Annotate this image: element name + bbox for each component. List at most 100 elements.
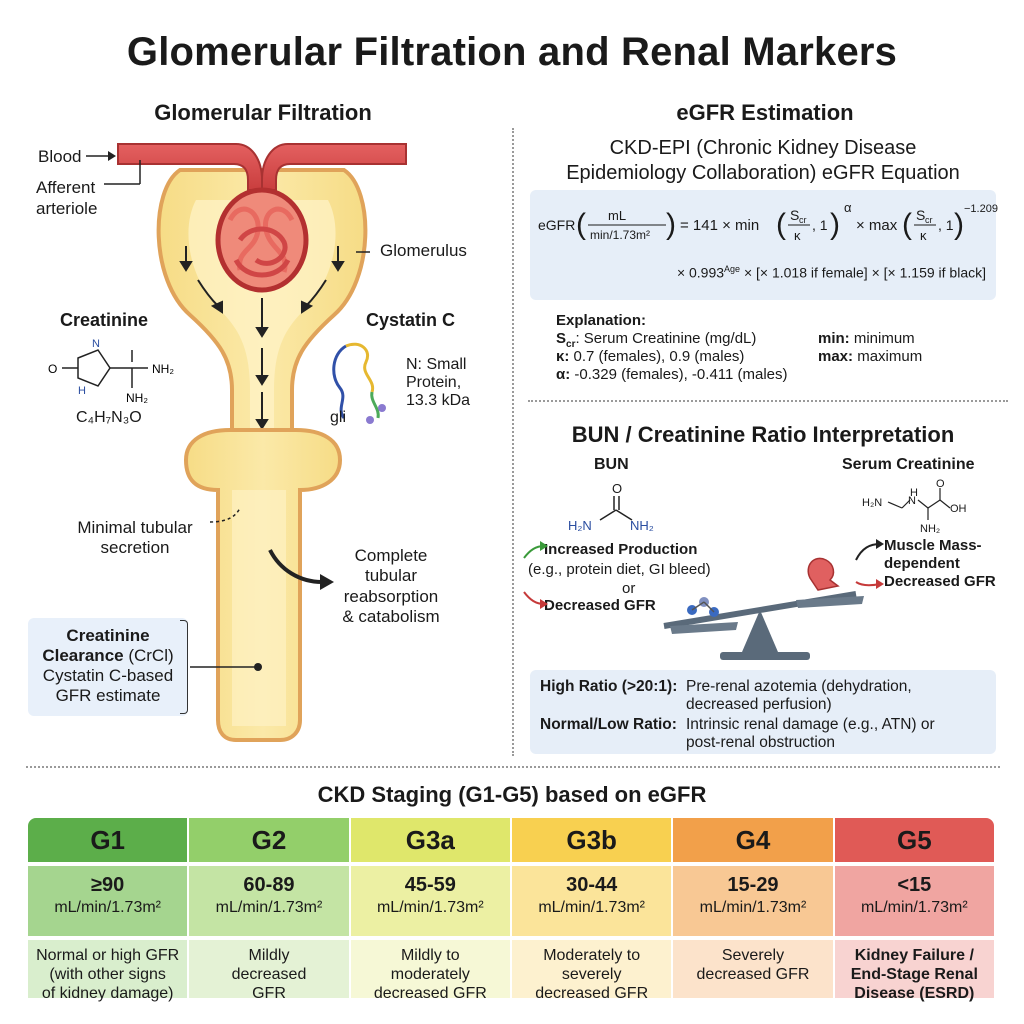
- stage-description-line: Disease (ESRD): [854, 985, 975, 1002]
- stage-range-value: 30-44: [566, 874, 618, 896]
- clearance-box: Creatinine Clearance (CrCl) Cystatin C-b…: [28, 618, 188, 716]
- stage-range: ≥90 mL/min/1.73m²: [28, 866, 188, 936]
- stage-description-line: of kidney damage): [41, 985, 174, 1002]
- svg-text:−1.209: −1.209: [964, 203, 998, 215]
- svg-text:α: α: [844, 200, 852, 215]
- secretion-arrow: [209, 507, 241, 523]
- egfr-title: eGFR Estimation: [676, 100, 854, 125]
- muscle-mass-label-2: dependent: [884, 555, 960, 572]
- cystatin-label: Cystatin C: [366, 310, 456, 330]
- stage-range-unit: mL/min/1.73m²: [215, 899, 323, 916]
- stage-column-g5: G5 <15 mL/min/1.73m² Kidney Failure /End-St…: [834, 818, 994, 1002]
- creatinine-molecule: O N H NH₂ NH₂: [48, 338, 174, 405]
- svg-text:mL: mL: [608, 208, 626, 223]
- stage-name: G2: [189, 818, 349, 862]
- production-examples: (e.g., protein diet, GI bleed): [528, 561, 711, 578]
- stage-name: G3b: [512, 818, 672, 862]
- stage-range-value: 45-59: [404, 874, 456, 896]
- stage-description: Moderately to severely decreased GFR: [512, 940, 672, 1002]
- cystatin-protein: [332, 342, 386, 424]
- stage-description-line: GFR: [252, 985, 286, 1002]
- stage-range: 30-44 mL/min/1.73m²: [512, 866, 672, 936]
- bun-molecule: O H₂N NH₂: [568, 481, 654, 533]
- svg-text:NH₂: NH₂: [152, 362, 174, 376]
- svg-text:H₂N: H₂N: [862, 497, 882, 509]
- stage-range-value: 60-89: [243, 874, 295, 896]
- svg-text:(: (: [576, 208, 586, 241]
- stage-description-line: decreased: [231, 966, 307, 983]
- stage-description-line: severely: [561, 966, 622, 983]
- stage-description-line: decreased GFR: [696, 966, 810, 983]
- blood-label: Blood: [38, 147, 82, 166]
- decreased-gfr-left: Decreased GFR: [544, 597, 656, 614]
- stage-range-unit: mL/min/1.73m²: [860, 899, 968, 916]
- glomerular-filtration-title: Glomerular Filtration: [154, 100, 372, 125]
- stage-range-unit: mL/min/1.73m²: [54, 899, 162, 916]
- stage-description-line: Severely: [721, 947, 785, 964]
- cystatin-description: N: Small Protein, 13.3 kDa: [406, 356, 471, 409]
- glomerulus-tuft: [215, 187, 309, 293]
- stage-range: <15 mL/min/1.73m²: [834, 866, 994, 936]
- svg-text:κ: κ: [920, 228, 927, 243]
- nephron-illustration: [86, 143, 407, 742]
- stage-column-g3b: G3b 30-44 mL/min/1.73m² Moderately to severe…: [512, 818, 672, 1002]
- svg-text:H₂N: H₂N: [568, 518, 592, 533]
- svg-text:): ): [666, 208, 676, 241]
- egfr-formula: eGFR ( mL min/1.73m² ) = 141 × min ( S c…: [538, 200, 998, 243]
- stage-range: 60-89 mL/min/1.73m²: [189, 866, 349, 936]
- right-divider: [528, 400, 1008, 402]
- stage-name: G5: [834, 818, 994, 862]
- creatinine-label: Creatinine: [60, 310, 149, 330]
- stage-range-unit: mL/min/1.73m²: [376, 899, 484, 916]
- svg-text:): ): [954, 208, 964, 241]
- stage-description-line: moderately: [390, 966, 470, 983]
- svg-text:NH₂: NH₂: [920, 523, 940, 535]
- serum-creatinine-molecule: H₂N H N O OH NH₂: [862, 478, 967, 535]
- svg-text:H: H: [910, 487, 918, 499]
- reabsorption-label: Complete tubular reabsorption & cataboli…: [342, 546, 440, 627]
- svg-text:× max: × max: [856, 217, 898, 234]
- stage-description-line: Mildly: [248, 947, 290, 964]
- main-title: Glomerular Filtration and Renal Markers: [126, 30, 898, 74]
- afferent-label: Afferent: [36, 178, 96, 197]
- muscle-icon: [807, 557, 840, 591]
- stage-range-value: 15-29: [727, 874, 779, 896]
- stage-description-line: (with other signs: [49, 966, 166, 983]
- svg-text:OH: OH: [950, 503, 967, 515]
- stage-range-unit: mL/min/1.73m²: [699, 899, 807, 916]
- stage-description-line: decreased GFR: [535, 985, 649, 1002]
- svg-text:, 1: , 1: [812, 217, 828, 233]
- stage-description-line: Moderately to: [543, 947, 641, 964]
- svg-text:(: (: [902, 208, 912, 241]
- balance-scale: [523, 539, 884, 660]
- svg-text:O: O: [48, 362, 57, 376]
- stage-name: G4: [673, 818, 833, 862]
- svg-text:H: H: [78, 385, 86, 397]
- vertical-divider: [512, 128, 514, 756]
- increased-production-label: Increased Production: [544, 541, 698, 558]
- stage-range-value: <15: [897, 874, 932, 896]
- stage-range-value: ≥90: [91, 874, 125, 896]
- svg-text:cr: cr: [799, 215, 807, 225]
- stage-name: G3a: [350, 818, 510, 862]
- minimal-secretion-label: Minimal tubular secretion: [77, 518, 193, 558]
- egfr-formula-line2: × 0.993Age × [× 1.018 if female] × [× 1.…: [676, 264, 986, 281]
- svg-text:NH₂: NH₂: [126, 391, 148, 405]
- svg-text:O: O: [612, 481, 622, 496]
- glomerulus-label: Glomerulus: [380, 241, 467, 260]
- stage-description-line: Mildly to: [400, 947, 460, 964]
- svg-text:N: N: [92, 338, 100, 350]
- svg-text:O: O: [936, 478, 945, 490]
- stage-range-unit: mL/min/1.73m²: [538, 899, 646, 916]
- stage-description: Normal or high GFR (with other signs of ki…: [28, 940, 188, 1002]
- serum-creatinine-label: Serum Creatinine: [842, 456, 975, 473]
- stage-description-line: Normal or high GFR: [36, 947, 180, 964]
- svg-text:, 1: , 1: [938, 217, 954, 233]
- svg-text:N: N: [908, 495, 916, 507]
- ratio-interpretation-box: High Ratio (>20:1): Pre-renal azotemia (…: [530, 670, 996, 754]
- svg-text:= 141 × min: = 141 × min: [680, 217, 759, 234]
- stage-description-line: Kidney Failure /: [854, 947, 974, 964]
- svg-text:(: (: [776, 208, 786, 241]
